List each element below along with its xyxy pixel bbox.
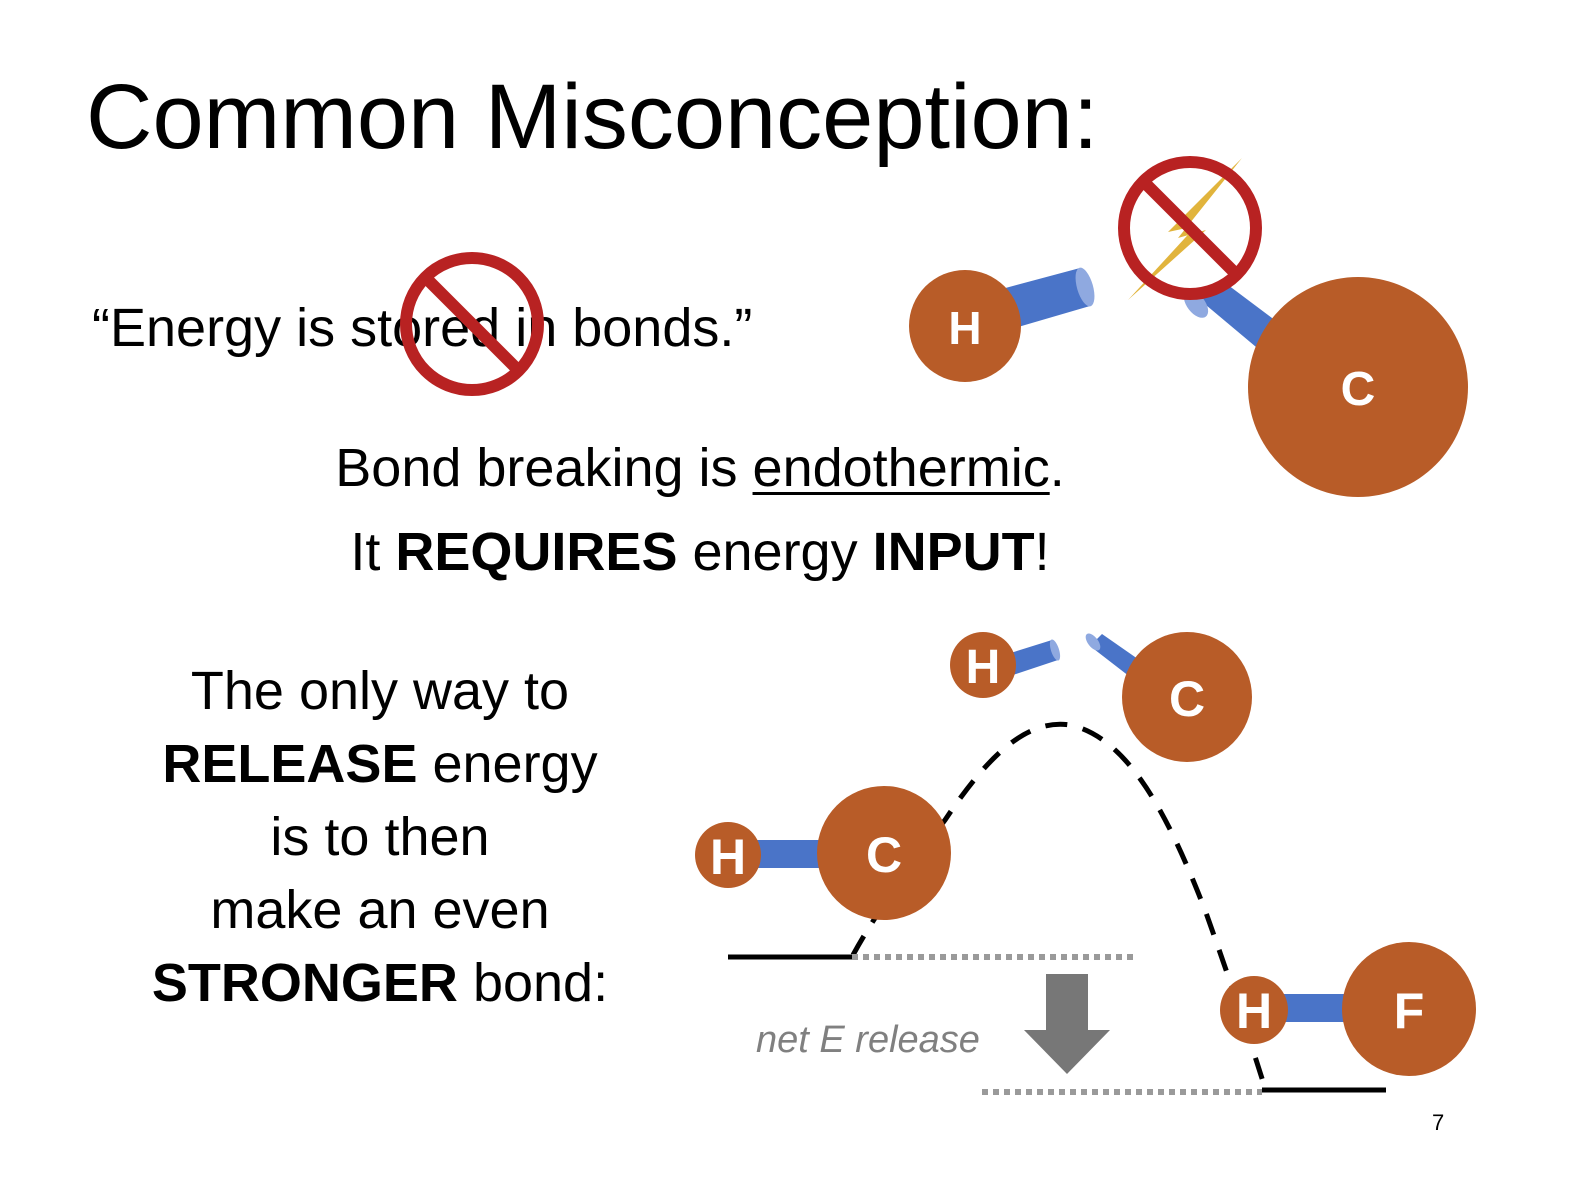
release-line-4: make an even <box>210 880 550 940</box>
reactant-hc-molecule: H C <box>695 786 951 920</box>
requires-word: REQUIRES <box>395 522 678 582</box>
requires-part3: ! <box>1034 522 1050 582</box>
bond-stub-h <box>998 267 1095 330</box>
h-atom-mid-label: H <box>966 641 1001 694</box>
ts-bond-stub-h <box>1004 640 1058 676</box>
no-sign-icon <box>400 252 544 396</box>
release-line-2: RELEASE energy <box>60 728 700 801</box>
h-atom-right <box>1220 976 1288 1044</box>
h-atom-top-label: H <box>948 302 981 354</box>
no-sign-icon <box>1118 156 1262 300</box>
release-line-2-rest: energy <box>417 734 598 794</box>
slide-title: Common Misconception: <box>86 66 1099 168</box>
h-atom-left-label: H <box>710 829 746 885</box>
c-atom-mid-label: C <box>1169 671 1205 727</box>
top-broken-molecule: H C <box>909 156 1468 497</box>
input-word: INPUT <box>872 522 1035 582</box>
stronger-word: STRONGER <box>151 953 458 1013</box>
c-atom-top-label: C <box>1341 363 1376 416</box>
h-atom-left <box>695 822 761 888</box>
bond-breaking-suffix: . <box>1049 438 1065 498</box>
quote-before: “Energy is <box>92 298 351 358</box>
product-hf-molecule: H F <box>1220 942 1476 1076</box>
c-atom-top <box>1248 277 1468 497</box>
down-arrow-icon <box>1024 974 1110 1074</box>
requires-part2: energy <box>677 522 873 582</box>
h-atom-right-label: H <box>1236 983 1272 1039</box>
requires-input-line: It REQUIRES energy INPUT! <box>230 520 1170 584</box>
release-line-5: STRONGER bond: <box>60 947 700 1020</box>
endothermic-word: endothermic <box>752 438 1050 498</box>
page-number: 7 <box>1432 1110 1445 1135</box>
bond-breaking-line: Bond breaking is endothermic. <box>230 436 1170 500</box>
release-line-3: is to then <box>270 807 490 867</box>
bond-breaking-prefix: Bond breaking is <box>335 438 753 498</box>
f-atom-right-label: F <box>1394 983 1425 1039</box>
h-atom-top <box>909 270 1021 382</box>
lightning-bolt-icon <box>1128 158 1242 300</box>
release-word: RELEASE <box>162 734 418 794</box>
c-atom-mid <box>1122 632 1252 762</box>
release-line-1: The only way to <box>190 661 570 721</box>
requires-part1: It <box>350 522 396 582</box>
transition-state-molecule: H C <box>950 632 1252 762</box>
c-atom-left <box>817 786 951 920</box>
net-energy-release-label: net E release <box>756 1019 980 1061</box>
f-atom-right <box>1342 942 1476 1076</box>
c-atom-left-label: C <box>866 827 902 883</box>
release-energy-text: The only way to RELEASE energy is to the… <box>60 655 700 1020</box>
quote-after: in bonds.” <box>500 298 753 358</box>
h-atom-mid <box>950 632 1016 698</box>
release-line-5-rest: bond: <box>457 953 609 1013</box>
